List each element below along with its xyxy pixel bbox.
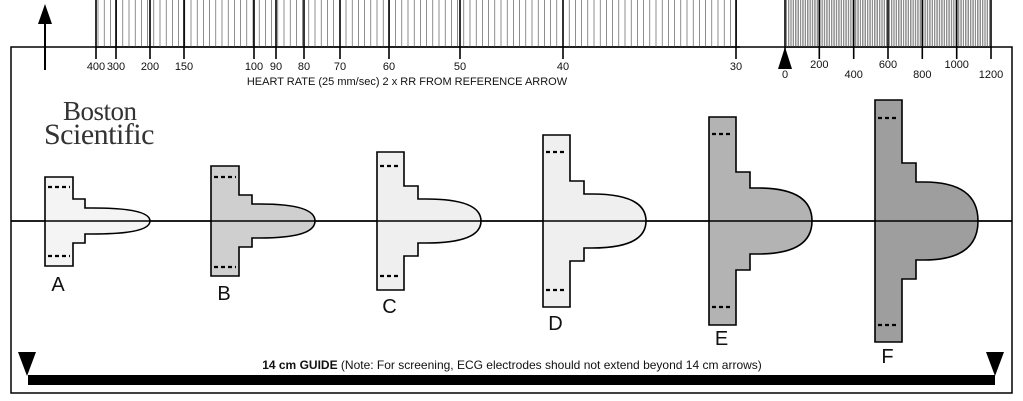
ms-tick-label: 0 [782, 69, 788, 81]
hr-tick-label: 40 [557, 61, 569, 73]
heart-rate-scale-title: HEART RATE (25 mm/sec) 2 x RR FROM REFER… [247, 76, 568, 88]
hr-tick-label: 30 [730, 61, 742, 73]
template-f: F [874, 99, 979, 368]
template-letter: F [881, 346, 893, 368]
logo-line-2: Scientific [44, 118, 154, 151]
template-letter: A [51, 274, 65, 296]
guide-caption: 14 cm GUIDE (Note: For screening, ECG el… [262, 358, 762, 372]
screening-templates: A B C D E F [11, 99, 1012, 368]
template-b: B [210, 165, 316, 305]
hr-tick-label: 400 [87, 61, 105, 73]
hr-tick-label: 60 [383, 61, 395, 73]
template-letter: B [217, 283, 230, 305]
hr-tick-label: 150 [175, 61, 193, 73]
guide-right-arrow-icon [986, 352, 1004, 376]
ms-tick-label: 600 [879, 59, 897, 71]
14cm-guide: 14 cm GUIDE (Note: For screening, ECG el… [18, 352, 1004, 385]
hr-tick-label: 90 [270, 61, 282, 73]
ms-tick-label: 1200 [979, 69, 1003, 81]
template-letter: C [382, 296, 396, 318]
ms-tick-label: 400 [845, 69, 863, 81]
interval-ms-ruler: 0 200 400 600 800 1000 1200 [782, 0, 1003, 81]
ms-reference-arrow-icon [778, 47, 792, 69]
boston-scientific-logo: Boston Scientific [44, 96, 155, 151]
ms-tick-label: 1000 [944, 59, 968, 71]
ms-tick-label: 800 [913, 69, 931, 81]
logo-line-1: Boston [63, 96, 138, 126]
template-e: E [708, 116, 813, 350]
guide-left-arrow-icon [18, 352, 36, 376]
hr-tick-label: 100 [245, 61, 263, 73]
hr-tick-label: 80 [298, 61, 310, 73]
hr-tick-label: 300 [107, 61, 125, 73]
ms-tick-label: 200 [810, 59, 828, 71]
guide-note: (Note: For screening, ECG electrodes sho… [338, 358, 762, 372]
hr-tick-label: 50 [454, 61, 466, 73]
template-d: D [542, 134, 647, 335]
template-border [10, 46, 1013, 394]
guide-bar [28, 375, 995, 385]
template-a: A [44, 176, 151, 296]
hr-tick-label: 200 [141, 61, 159, 73]
template-letter: D [548, 313, 562, 335]
reference-arrow-icon [38, 4, 52, 70]
template-letter: E [715, 328, 728, 350]
guide-title: 14 cm GUIDE [262, 358, 337, 372]
hr-tick-label: 70 [334, 61, 346, 73]
template-c: C [376, 151, 482, 318]
